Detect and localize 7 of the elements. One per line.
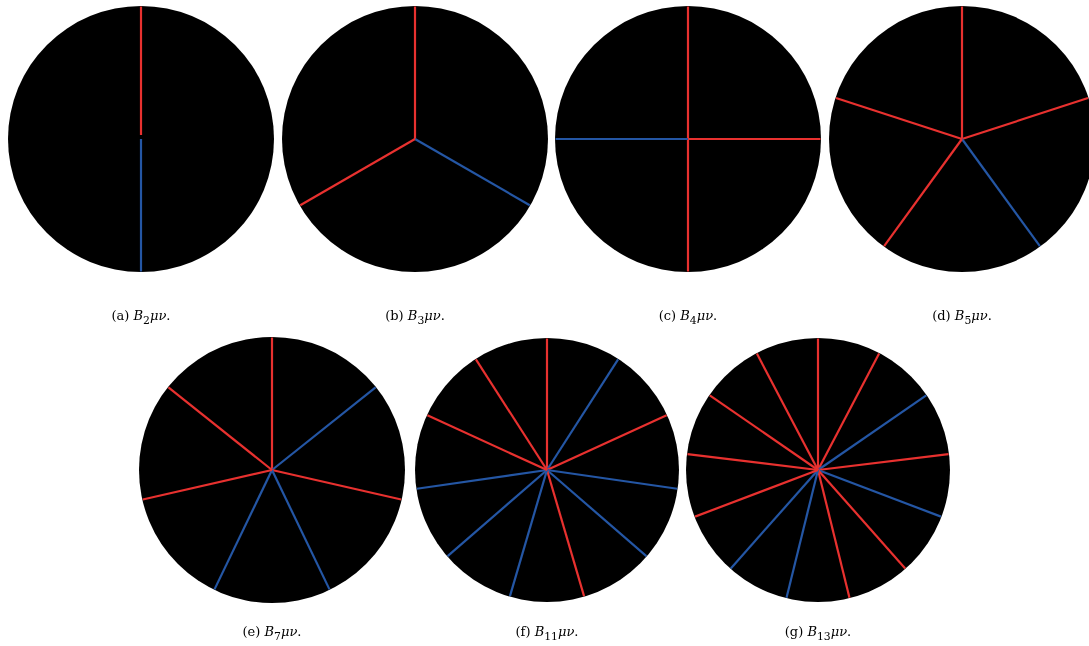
figure-caption: (a) B$_{2}$μν. (111, 308, 171, 327)
figure-caption: (c) B$_{4}$μν. (658, 308, 718, 327)
figure-caption: (e) B$_{7}$μν. (242, 624, 302, 643)
figure-caption: (d) B$_{5}$μν. (932, 308, 992, 327)
figure-caption: (b) B$_{3}$μν. (385, 308, 445, 327)
figure-caption: (g) B$_{13}$μν. (784, 624, 852, 643)
figure-caption: (f) B$_{11}$μν. (515, 624, 579, 643)
